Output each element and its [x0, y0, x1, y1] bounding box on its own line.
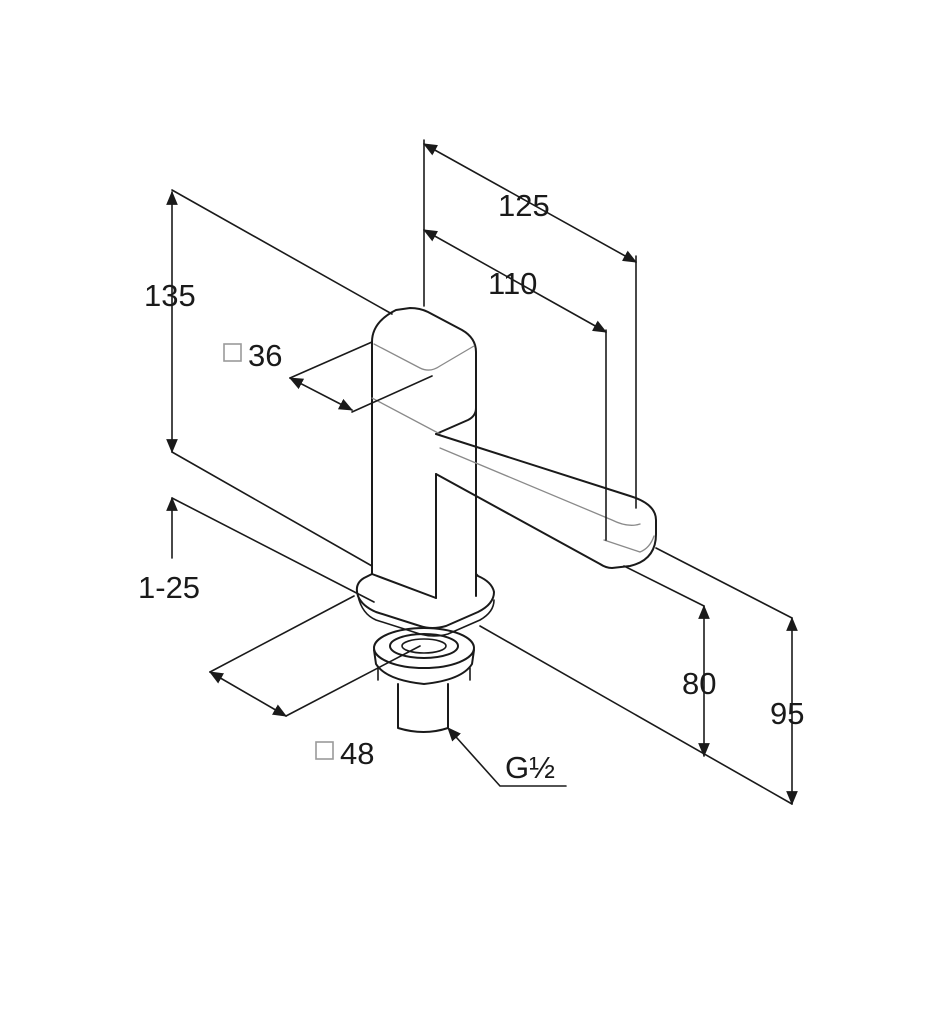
ext-95-top — [655, 547, 793, 619]
thread-label: G½ — [505, 750, 555, 785]
cap-top-inner — [373, 343, 475, 371]
dim-110-line — [422, 229, 608, 333]
nut-bore — [401, 638, 447, 654]
nut-side — [373, 649, 475, 685]
ext-80-top — [623, 565, 705, 607]
dim-110-label: 110 — [488, 266, 537, 301]
ext-135-top — [171, 189, 393, 315]
ext-135-bottom — [171, 451, 373, 567]
cap-outline — [371, 307, 477, 435]
dim-1-25-label: 1-25 — [138, 570, 200, 605]
spout-outline — [435, 433, 657, 569]
spout-top-line — [439, 447, 641, 526]
nut-outer — [373, 627, 475, 669]
dim-95-label: 95 — [770, 696, 804, 731]
ext-48-left — [209, 595, 355, 673]
rosette-thickness — [357, 595, 495, 637]
square-symbol-48 — [315, 741, 334, 760]
extension-lines — [171, 139, 793, 805]
dim-80-label: 80 — [682, 666, 716, 701]
spout-tip-inner — [603, 535, 655, 553]
dim-48-line — [208, 671, 288, 717]
body-bottom-edge — [371, 573, 437, 599]
square-symbol-36 — [223, 343, 242, 362]
ext-36-right — [351, 375, 433, 413]
nut-inner — [389, 633, 459, 659]
thread-leader — [447, 727, 567, 787]
ext-125-range-bottom — [171, 497, 375, 603]
pipe-tail — [397, 683, 449, 733]
dim-36-label: 36 — [248, 338, 282, 373]
dimension-lines — [166, 143, 798, 806]
ext-36-left — [289, 341, 373, 379]
dim-36-line — [288, 377, 354, 411]
dim-135-label: 135 — [144, 278, 196, 313]
nut-ridges — [377, 667, 471, 681]
ext-48-right — [285, 645, 421, 717]
dim-125-label: 125 — [498, 188, 550, 223]
faucet-body — [355, 307, 657, 733]
dim-48-label: 48 — [340, 736, 374, 771]
ext-floor-line — [479, 625, 793, 805]
cap-lower-edge — [371, 397, 441, 435]
